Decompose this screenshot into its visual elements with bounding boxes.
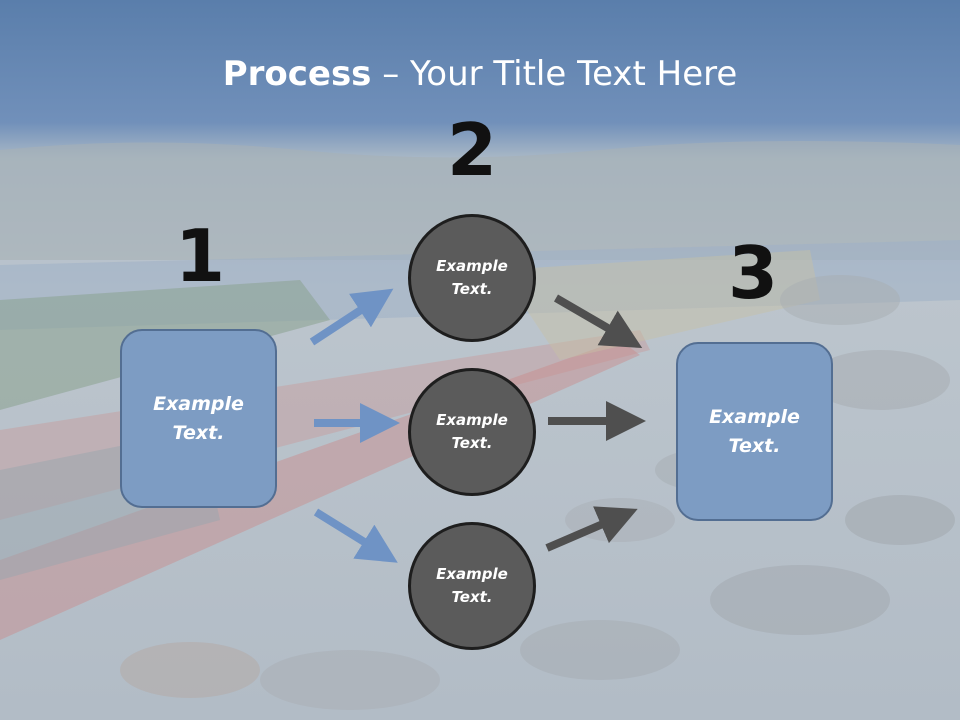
slide-title: Process – Your Title Text Here — [0, 52, 960, 96]
title-bold: Process — [222, 54, 372, 94]
left-box-line2: Text. — [172, 421, 225, 444]
circle-middle[interactable]: Example Text. — [408, 368, 536, 496]
circle-top[interactable]: Example Text. — [408, 214, 536, 342]
circle-middle-line1: Example — [436, 411, 508, 429]
step-number-1: 1 — [174, 214, 226, 298]
circle-top-line2: Text. — [451, 280, 493, 298]
arrow-bottom-to-right — [545, 506, 638, 552]
left-box-line1: Example — [153, 392, 244, 415]
title-rest: – Your Title Text Here — [371, 54, 738, 94]
right-box-line1: Example — [709, 405, 800, 428]
step-number-3: 3 — [727, 231, 779, 315]
circle-bottom-line1: Example — [436, 565, 508, 583]
circle-top-line1: Example — [436, 257, 508, 275]
arrow-left-to-bottom — [313, 508, 398, 563]
circle-bottom-line2: Text. — [451, 588, 493, 606]
arrow-top-to-right — [553, 294, 643, 349]
right-box[interactable]: Example Text. — [676, 342, 833, 521]
step-number-2: 2 — [446, 108, 498, 192]
circle-bottom[interactable]: Example Text. — [408, 522, 536, 650]
left-box[interactable]: Example Text. — [120, 329, 277, 508]
arrow-left-to-top — [309, 288, 394, 346]
right-box-line2: Text. — [728, 434, 781, 457]
circle-middle-line2: Text. — [451, 434, 493, 452]
